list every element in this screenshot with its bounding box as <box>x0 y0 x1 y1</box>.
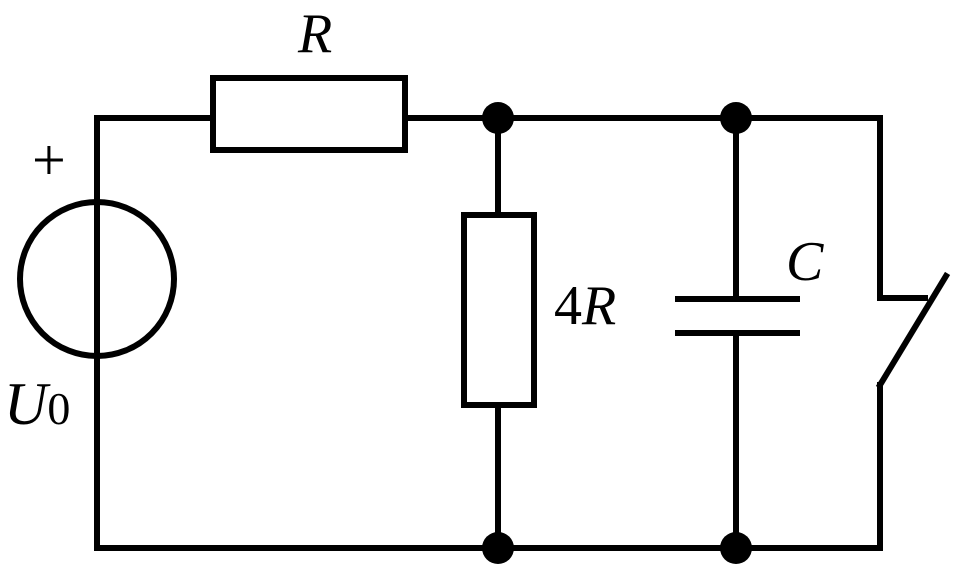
label-4r: 4R <box>554 275 616 337</box>
wire-left-top <box>94 115 216 204</box>
voltage-source <box>17 199 177 359</box>
resistor-r <box>210 75 408 153</box>
junction-node-top-left <box>482 102 514 134</box>
wire-switch-top <box>877 115 928 301</box>
switch-blade <box>875 271 951 390</box>
label-u0: U0 <box>4 371 70 437</box>
label-r: R <box>297 3 332 65</box>
junction-node-bottom-left <box>482 532 514 564</box>
switch <box>875 271 951 390</box>
junction-node-top-right <box>720 102 752 134</box>
label-c: C <box>786 231 824 293</box>
capacitor <box>675 296 800 336</box>
label-plus: + <box>32 127 66 193</box>
label-4r-number: 4 <box>554 275 582 337</box>
label-4r-symbol: R <box>581 275 616 337</box>
junction-node-bottom-right <box>720 532 752 564</box>
resistor-4r <box>461 212 537 408</box>
label-u0-symbol: U <box>4 371 51 437</box>
label-u0-subscript: 0 <box>47 383 70 434</box>
